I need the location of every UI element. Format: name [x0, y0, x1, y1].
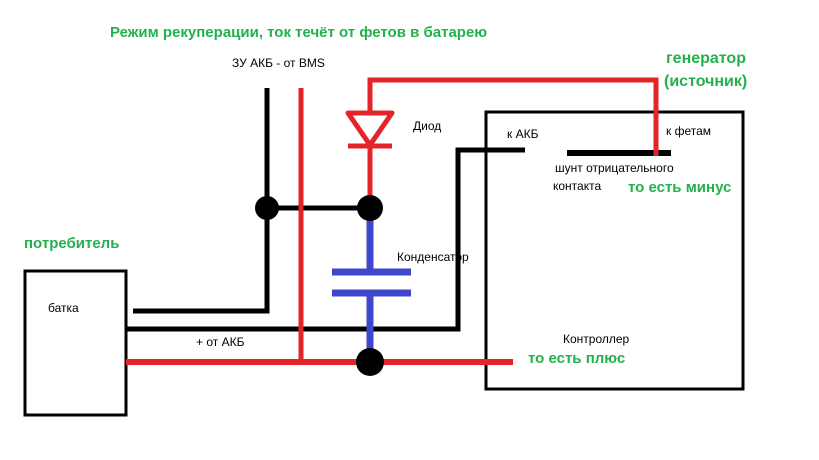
generator-label-line1: генератор	[666, 50, 746, 67]
plus-from-battery-label: + от АКБ	[196, 335, 245, 349]
battery-negative-wire	[126, 147, 525, 332]
battery-label: батка	[48, 301, 79, 315]
capacitor-label: Конденсатор	[397, 250, 469, 264]
shunt-label-line2: контакта	[553, 179, 602, 193]
to-fets-label: к фетам	[666, 124, 712, 138]
shunt-label-line1: шунт отрицательного	[555, 161, 674, 175]
diode-symbol	[345, 110, 395, 148]
junction-node-bottom	[356, 348, 384, 376]
consumer-label: потребитель	[24, 235, 120, 252]
controller-box	[484, 110, 745, 391]
charger-label: ЗУ АКБ - от BMS	[232, 56, 325, 70]
battery-box	[23, 269, 128, 417]
plus-note: то есть плюс	[528, 350, 626, 367]
junction-node-left	[255, 196, 279, 220]
to-battery-label: к АКБ	[507, 127, 539, 141]
page-title: Режим рекуперации, ток течёт от фетов в …	[110, 24, 488, 41]
charger-negative-wire	[133, 88, 270, 314]
diode-label: Диод	[413, 119, 442, 133]
generator-wire	[367, 77, 659, 156]
generator-label-line2: (источник)	[664, 73, 748, 90]
controller-label: Контроллер	[563, 332, 630, 346]
junction-node-top	[357, 195, 383, 221]
minus-note: то есть минус	[628, 179, 732, 196]
